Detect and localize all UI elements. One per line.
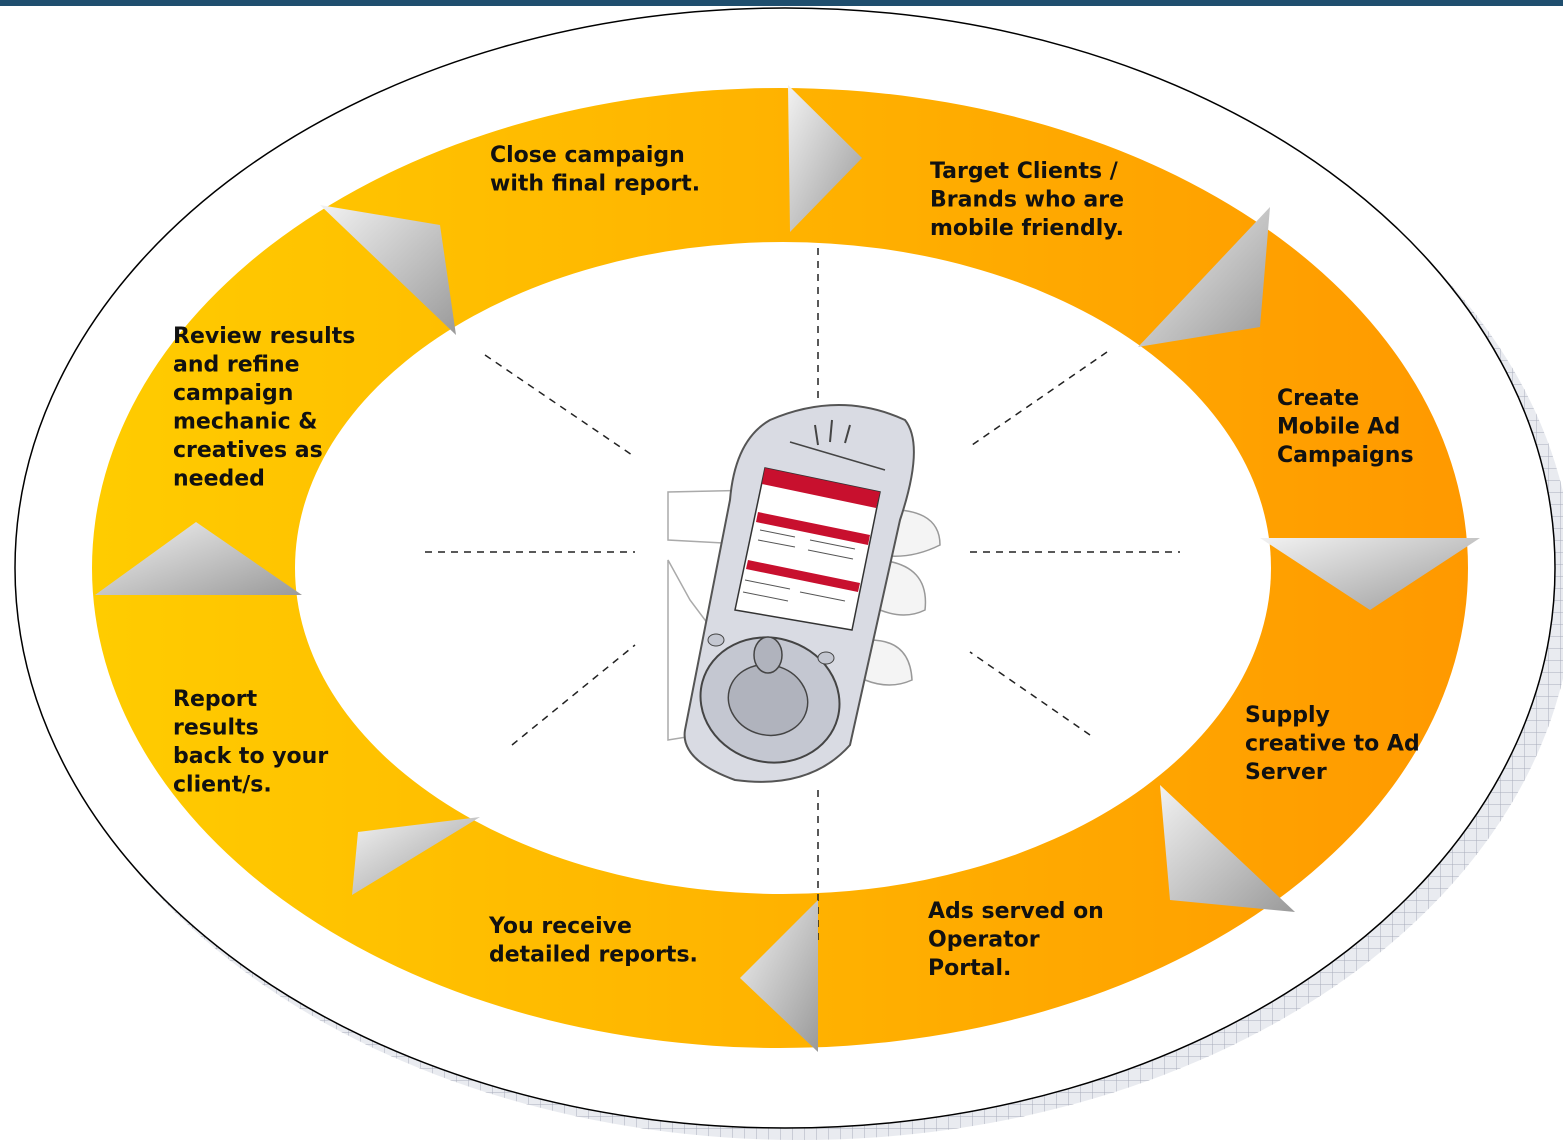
arrow-right-icon xyxy=(1260,538,1480,610)
connector-lower-right xyxy=(969,651,1091,736)
step-labels: Close campaign with final report. Target… xyxy=(173,143,1427,981)
step-target-label: Target Clients / Brands who are mobile f… xyxy=(930,159,1132,241)
arrow-lower-left-icon xyxy=(352,817,480,895)
step-served-label: Ads served on Operator Portal. xyxy=(928,899,1112,981)
arrow-upper-left-icon xyxy=(320,205,456,335)
connector-lower-left xyxy=(511,644,636,746)
arrow-left-icon xyxy=(95,522,302,595)
step-create-label: Create Mobile Ad Campaigns xyxy=(1277,386,1414,468)
connector-upper-left xyxy=(484,354,633,456)
arrow-upper-right-icon xyxy=(1138,207,1270,347)
top-bar xyxy=(0,0,1563,6)
arrow-lower-right-icon xyxy=(1160,785,1295,912)
process-ring xyxy=(92,88,1468,1048)
arrow-bottom-icon xyxy=(740,900,818,1052)
dashed-connectors xyxy=(425,248,1180,945)
step-close-label: Close campaign with final report. xyxy=(490,143,700,197)
step-supply-label: Supply creative to Ad Server xyxy=(1245,703,1427,785)
arrow-top-icon xyxy=(788,85,862,232)
step-report-label: Report results back to your client/s. xyxy=(173,687,336,798)
step-review-label: Review results and refine campaign mecha… xyxy=(173,324,363,492)
connector-upper-right xyxy=(971,351,1108,446)
cycle-arrows xyxy=(95,85,1480,1052)
step-receive-label: You receive detailed reports. xyxy=(488,914,698,968)
mobile-phone-in-hand-icon xyxy=(667,404,941,783)
